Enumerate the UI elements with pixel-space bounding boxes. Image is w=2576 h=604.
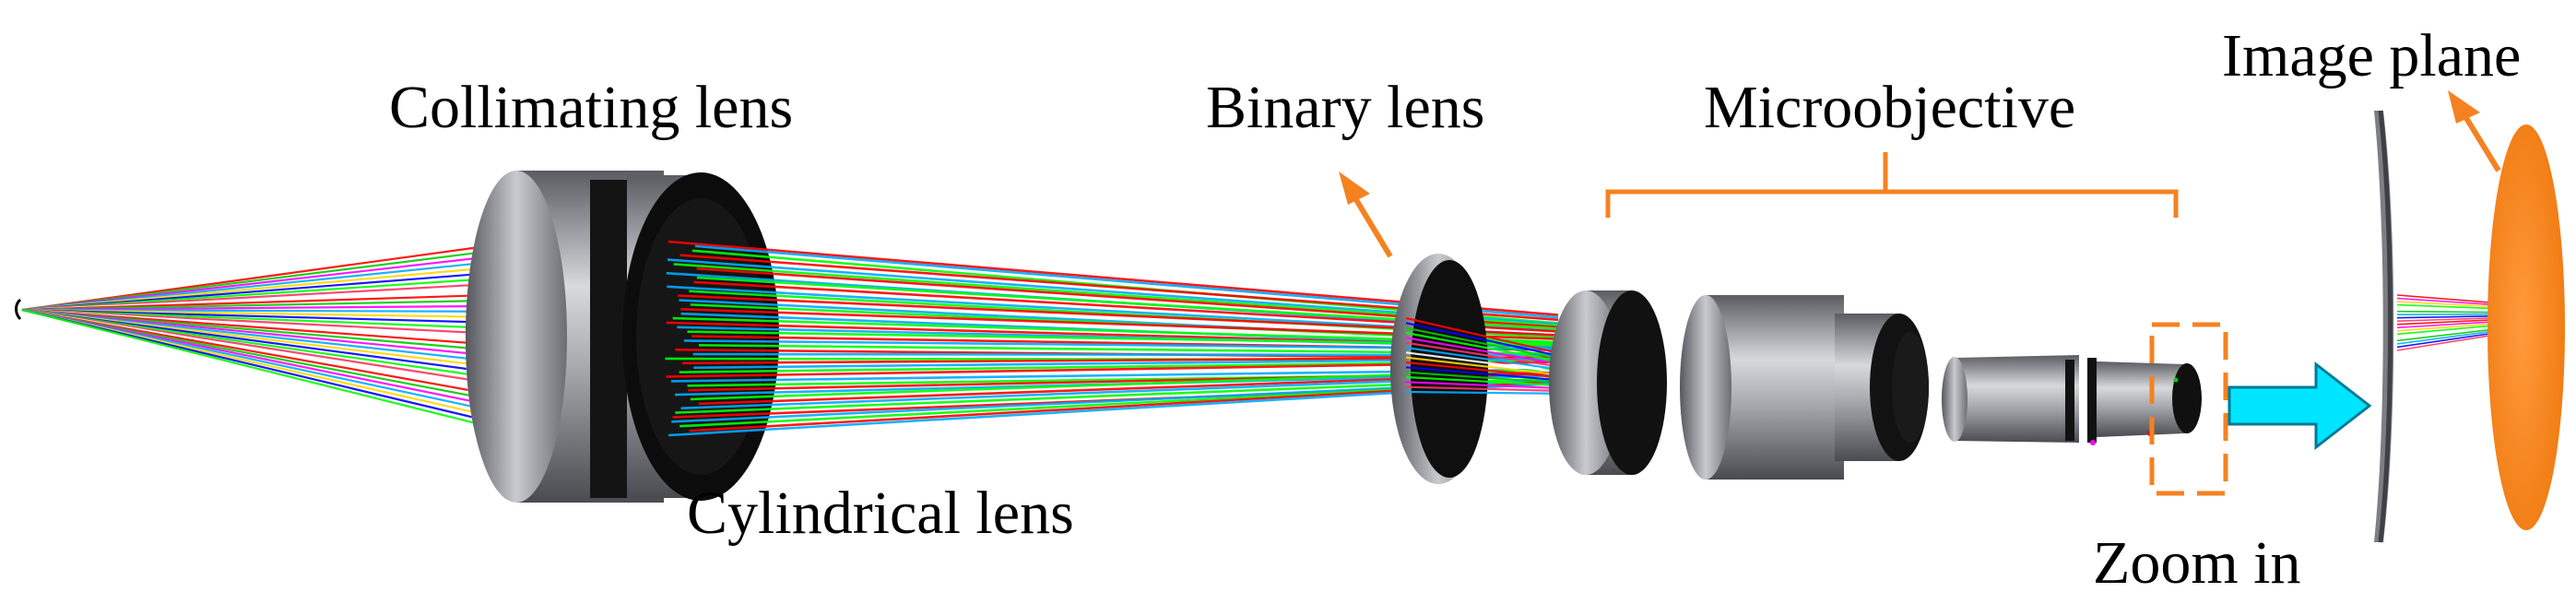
image-plane-disk [2487, 124, 2565, 530]
label-collimating-lens: Collimating lens [389, 74, 793, 141]
label-image-plane: Image plane [2222, 22, 2521, 89]
light-source-point [17, 300, 21, 319]
label-zoom-in: Zoom in [2093, 529, 2301, 597]
microobjective-body [1549, 290, 2202, 480]
detector-plate [2374, 111, 2393, 542]
label-microobjective: Microobjective [1704, 74, 2075, 141]
label-binary-lens: Binary lens [1206, 74, 1484, 141]
label-cylindrical-lens: Cylindrical lens [687, 480, 1074, 547]
microobjective-bracket [1608, 152, 2176, 218]
image-plane-arrow [2448, 90, 2499, 171]
binary-lens-arrow [1339, 172, 1390, 256]
ray-fan-source [22, 247, 479, 424]
zoom-arrow [2229, 364, 2369, 447]
